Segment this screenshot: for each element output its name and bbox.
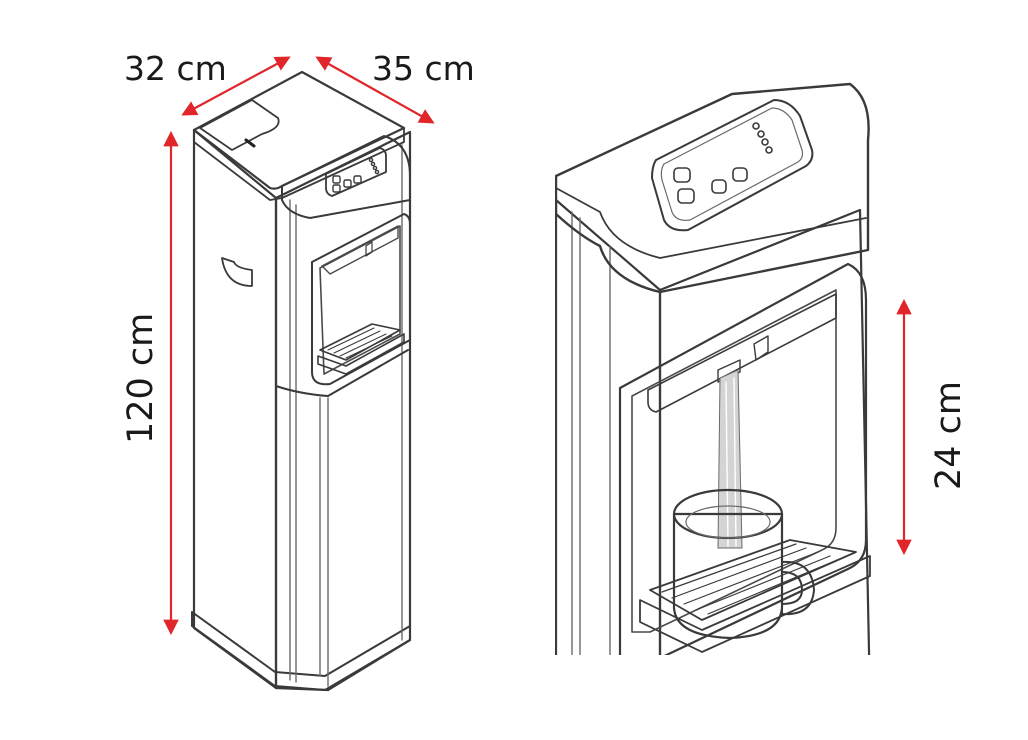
dimension-arrows-left [163, 56, 435, 636]
closeup-control-buttons [673, 122, 773, 204]
dispense-height-label: 24 cm [929, 381, 969, 490]
cabinet-door-seam [275, 349, 409, 397]
closeup-control-panel [651, 99, 814, 232]
water-stream-highlight [725, 377, 737, 547]
dispensing-bay-inner [319, 225, 401, 375]
closeup-dispensing-recess [631, 289, 837, 633]
side-handle-icon [221, 257, 253, 287]
closeup-control-panel-inner [660, 107, 804, 221]
closeup-front-body [658, 208, 871, 655]
drip-tray [319, 323, 401, 361]
lid-hatch [199, 99, 280, 151]
lid-hatch-latch [244, 138, 256, 148]
cabinet-side-panel [192, 128, 278, 690]
full-dispenser-view [191, 70, 412, 692]
nozzle-housing [321, 225, 399, 275]
dispensing-closeup-view [555, 82, 871, 655]
water-stream [717, 369, 743, 549]
depth-arrow [315, 56, 435, 124]
drip-tray-grate [327, 327, 393, 359]
closeup-drip-tray [649, 539, 857, 621]
dispensing-bay-frame [311, 213, 411, 386]
width-label: 32 cm [124, 49, 227, 88]
closeup-nozzle-housing [647, 293, 837, 413]
cup-water-surface [685, 505, 771, 539]
cup-handle [781, 560, 815, 616]
closeup-nozzle [717, 359, 741, 383]
control-header [281, 135, 411, 219]
drip-tray-lip [317, 333, 405, 375]
control-buttons [332, 157, 380, 193]
cabinet-door-inner [319, 397, 329, 687]
height-label: 120 cm [121, 313, 161, 444]
depth-label: 35 cm [372, 49, 475, 88]
closeup-body-trim [571, 211, 611, 655]
cabinet-front-panel [274, 130, 412, 692]
closeup-dispensing-frame [618, 262, 868, 655]
closeup-top-cap [555, 82, 870, 294]
cabinet-front-trim [289, 144, 403, 683]
closeup-drip-tray-grate [661, 543, 843, 615]
nozzle [365, 241, 373, 257]
width-arrow [181, 56, 291, 116]
closeup-light-icon [753, 335, 769, 361]
top-lid-edge [193, 127, 405, 201]
top-lid [192, 70, 406, 190]
closeup-body [555, 198, 662, 655]
cup-body [672, 512, 784, 640]
closeup-top-edge [555, 187, 867, 259]
control-panel [325, 147, 387, 197]
closeup-drip-tray-lip [639, 555, 871, 653]
